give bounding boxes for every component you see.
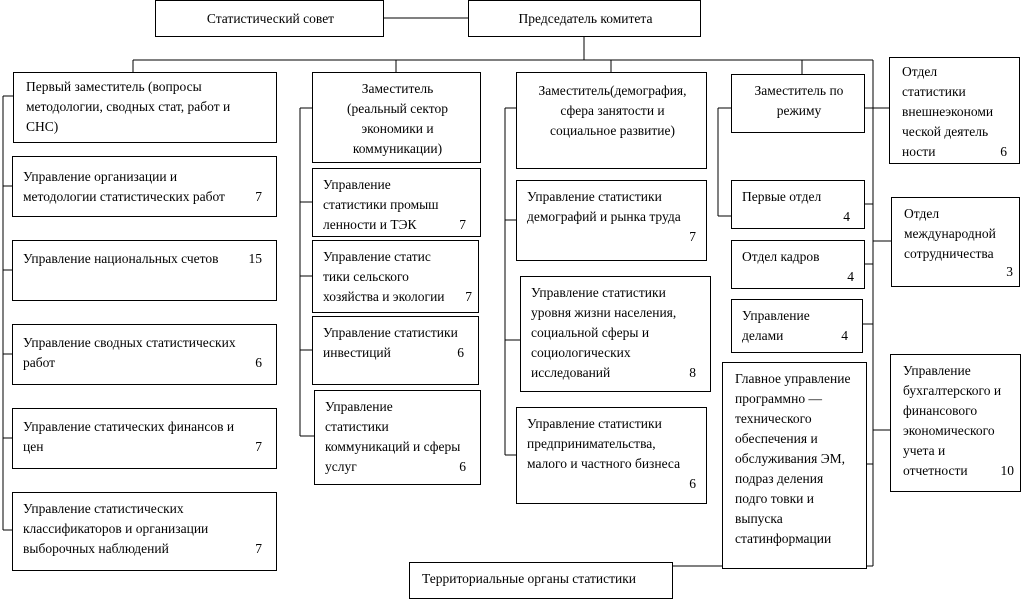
staff-count: 15 (248, 251, 263, 266)
deputy-label: Заместитель (реальный сектор экономики и… (346, 81, 449, 156)
staff-count: 7 (255, 541, 262, 556)
deputy-label: Заместитель(демография, сфера занятости … (538, 83, 687, 138)
staff-count: 6 (459, 459, 466, 474)
department-box: Отдел статистики внешнеэкономи ческой де… (889, 57, 1020, 164)
deputy-real-sector-box: Заместитель (реальный сектор экономики и… (312, 72, 481, 163)
department-label: Управление национальных счетов (23, 251, 219, 266)
department-label: Главное управление программно — техничес… (735, 371, 851, 546)
staff-count: 6 (689, 476, 696, 491)
deputy-label: Заместитель по режиму (754, 83, 844, 118)
department-box: Управление сводных статистических работ 6 (12, 324, 277, 385)
department-box: Управление статических финансов и цен 7 (12, 408, 277, 469)
staff-count: 4 (841, 328, 848, 343)
department-label: Отдел международной сотрудничества (904, 206, 996, 261)
department-label: Управление статистических классификаторо… (23, 501, 209, 556)
staff-count: 3 (1006, 264, 1013, 279)
deputy-regime-box: Заместитель по режиму (731, 74, 865, 133)
department-box: Главное управление программно — техничес… (722, 362, 867, 569)
department-label: Управление бухгалтерского и финансового … (903, 363, 1002, 478)
first-deputy-box: Первый заместитель (вопросы методологии,… (13, 72, 277, 143)
department-box: Управление статистики уровня жизни насел… (520, 276, 711, 392)
department-label: Управление статистики уровня жизни насел… (531, 285, 677, 380)
chairman-box: Председатель комитета (468, 0, 701, 37)
department-box: Управление статистики демографий и рынка… (516, 180, 707, 261)
staff-count: 7 (465, 289, 472, 304)
department-label: Управление сводных статистических работ (23, 335, 236, 370)
deputy-demography-box: Заместитель(демография, сфера занятости … (516, 72, 707, 169)
staff-count: 7 (255, 189, 262, 204)
department-box: Управление бухгалтерского и финансового … (890, 354, 1021, 492)
department-box: Отдел международной сотрудничества 3 (891, 197, 1020, 287)
territorial-label: Территориальные органы статистики (422, 571, 636, 586)
department-label: Отдел статистики внешнеэкономи ческой де… (902, 64, 994, 159)
department-box: Управление статистики коммуникаций и сфе… (314, 390, 481, 485)
department-box: Управление делами 4 (731, 299, 863, 353)
department-label: Управление статических финансов и цен (23, 419, 235, 454)
chairman-label: Председатель комитета (518, 11, 653, 26)
staff-count: 6 (457, 345, 464, 360)
department-label: Управление статистики инвестиций (323, 325, 458, 360)
territorial-bodies-box: Территориальные органы статистики (409, 562, 673, 599)
department-box: Управление статистических классификаторо… (12, 492, 277, 571)
staff-count: 4 (843, 209, 850, 224)
department-label: Управление статистики демографий и рынка… (527, 189, 681, 224)
staff-count: 6 (255, 355, 262, 370)
department-box: Управление организации и методологии ста… (12, 156, 277, 217)
first-deputy-label: Первый заместитель (вопросы методологии,… (26, 79, 231, 134)
staff-count: 10 (1000, 463, 1015, 478)
staff-count: 7 (689, 229, 696, 244)
department-box: Управление статистики промыш ленности и … (312, 168, 481, 237)
department-label: Управление статистики предпринимательств… (527, 416, 681, 471)
staff-count: 7 (255, 439, 262, 454)
statistical-council-box: Статистический совет (155, 0, 384, 37)
department-box: Управление статис тики сельского хозяйст… (312, 240, 479, 313)
department-label: Управление организации и методологии ста… (23, 169, 225, 204)
department-label: Первые отдел (742, 189, 822, 204)
council-label: Статистический совет (206, 11, 335, 26)
staff-count: 4 (847, 269, 854, 284)
department-box: Управление национальных счетов 15 (12, 240, 277, 301)
staff-count: 8 (689, 365, 696, 380)
department-label: Управление делами (742, 308, 810, 343)
department-label: Управление статистики коммуникаций и сфе… (325, 399, 461, 474)
department-box: Управление статистики предпринимательств… (516, 407, 707, 504)
department-box: Первые отдел 4 (731, 180, 865, 229)
department-label: Управление статистики промыш ленности и … (323, 177, 439, 232)
department-label: Отдел кадров (742, 249, 820, 264)
department-label: Управление статис тики сельского хозяйст… (323, 249, 445, 304)
staff-count: 6 (1000, 144, 1007, 159)
staff-count: 7 (459, 217, 466, 232)
department-box: Отдел кадров 4 (731, 240, 865, 289)
